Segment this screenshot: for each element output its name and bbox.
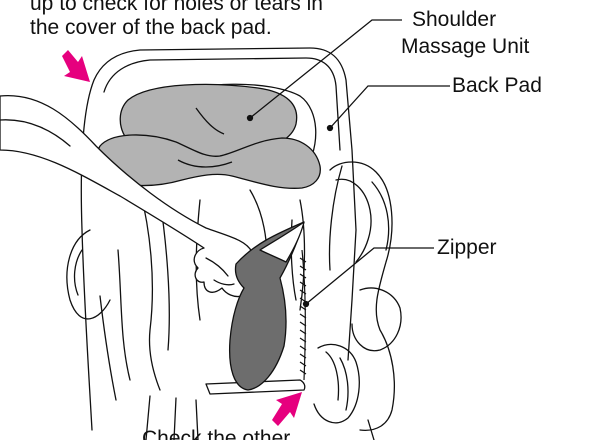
instruction-text-line2: the cover of the back pad. bbox=[30, 16, 272, 40]
arrow-bottom-icon bbox=[272, 392, 302, 426]
label-zipper: Zipper bbox=[437, 236, 497, 260]
label-shoulder-line1: Shoulder bbox=[412, 8, 496, 32]
instruction-text-bottom: Check the other bbox=[142, 427, 290, 440]
instruction-text-line1: up to check for holes or tears in bbox=[30, 0, 323, 16]
zipper bbox=[300, 250, 306, 380]
arrow-top-left-icon bbox=[62, 50, 90, 82]
label-shoulder-line2: Massage Unit bbox=[401, 35, 529, 59]
label-back-pad: Back Pad bbox=[452, 74, 542, 98]
